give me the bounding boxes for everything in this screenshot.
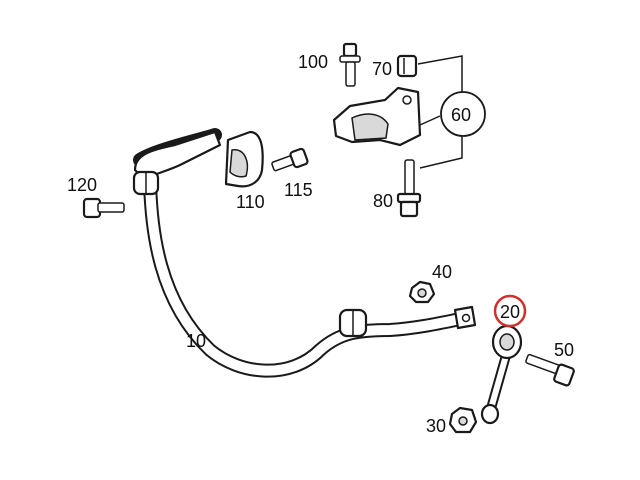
bolt-100 [339,42,361,87]
nut-70 [396,54,418,78]
label-20: 20 [500,302,520,322]
highlight-ring-20 [493,294,527,328]
callout-circle-60 [440,91,486,137]
stabilizer-bar-end-hole [461,313,471,323]
bolt-50 [525,353,575,387]
bolt-80 [396,159,422,218]
mounting-bracket-60 [332,86,422,147]
nut-30 [448,406,478,434]
nut-40 [408,280,436,304]
label-60: 60 [451,105,471,125]
rubber-bushing-110 [224,130,264,188]
stabilizer-bar-inner [145,180,470,376]
label-120: 120 [67,175,97,195]
label-110: 110 [236,192,265,212]
label-115: 115 [284,180,313,200]
label-30: 30 [426,416,446,436]
bolt-115 [271,147,309,172]
label-80: 80 [373,191,393,211]
link-rod-20 [480,324,523,425]
label-100: 100 [298,52,328,72]
label-10: 10 [186,331,206,351]
label-70: 70 [372,59,392,79]
stabilizer-bar [132,128,477,378]
bracket-bolt-hole [402,95,412,105]
bolt-120 [82,197,125,219]
label-40: 40 [432,262,452,282]
label-50: 50 [554,340,574,360]
